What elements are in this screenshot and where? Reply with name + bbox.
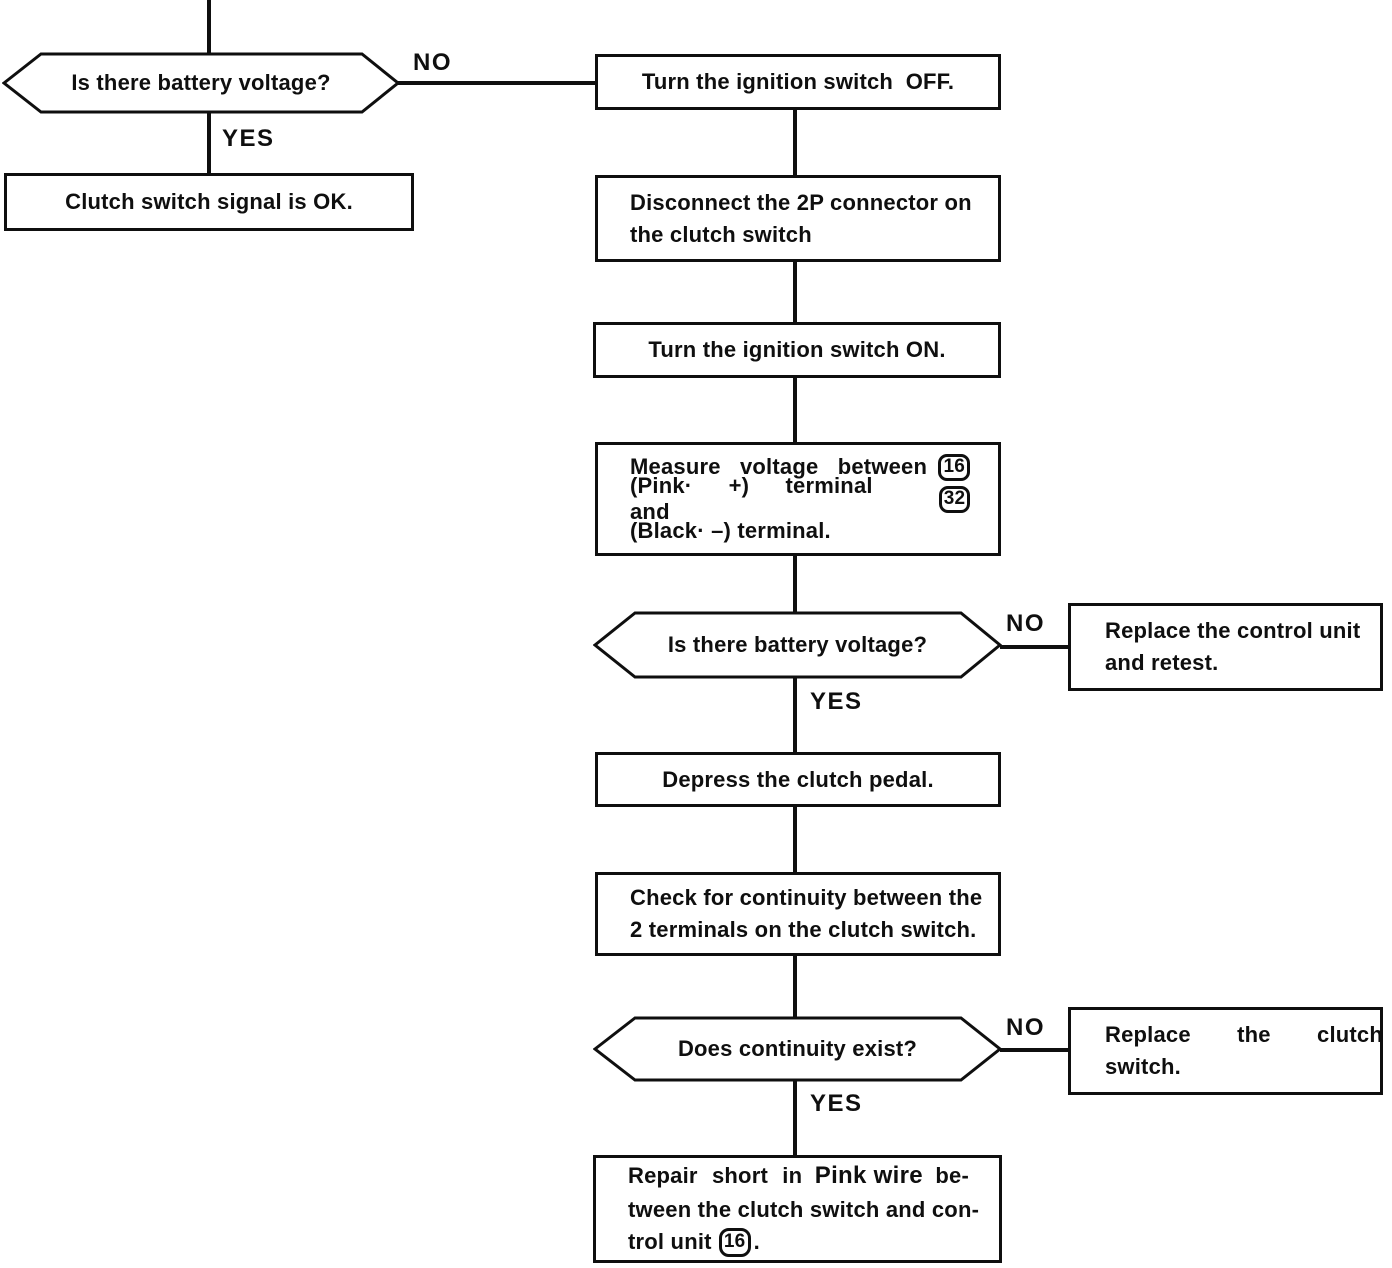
process-check-continuity-line1: Check for continuity between the [630, 885, 983, 910]
process-repair-short-line2: tween the clutch switch and con- [628, 1196, 980, 1222]
connector-no-1 [398, 81, 595, 85]
process-disconnect-2p-line2: the clutch switch [630, 221, 812, 247]
connector-ignition-on-down [793, 377, 797, 443]
decision-battery-voltage-2-label: Is there battery voltage? [667, 632, 928, 657]
terminal-badge-16: 16 [938, 453, 970, 481]
decision-hexagon-shape [593, 1016, 1002, 1082]
process-check-continuity: Check for continuity between the 2 termi… [595, 872, 1001, 956]
edge-label-no-3: NO [1006, 1014, 1045, 1041]
terminal-badge-16-inline: 16 [718, 1227, 751, 1257]
process-clutch-signal-ok-label: Clutch switch signal is OK. [65, 189, 353, 214]
process-measure-voltage-line2: (Pink· +) terminal and [630, 473, 873, 524]
connector-yes-1 [207, 113, 211, 174]
connector-ignition-off-down [793, 109, 797, 175]
process-measure-voltage-line1: Measure voltage between [630, 454, 928, 479]
edge-label-yes-1: YES [222, 125, 275, 152]
connector-no-3 [1000, 1048, 1068, 1052]
process-check-continuity-line2: 2 terminals on the clutch switch. [630, 917, 977, 942]
process-replace-control-unit-line2: and retest. [1105, 650, 1219, 675]
edge-label-no-2: NO [1006, 610, 1045, 637]
process-repair-short-line1c: be- [935, 1163, 969, 1188]
process-depress-pedal-label: Depress the clutch pedal. [662, 766, 934, 792]
decision-battery-voltage-1-label: Is there battery voltage? [71, 70, 331, 95]
decision-continuity: Does continuity exist? [593, 1016, 1002, 1082]
process-repair-short-pink-wire: Pink wire [814, 1162, 923, 1189]
decision-hexagon-shape [593, 611, 1002, 679]
process-disconnect-2p-line1: Disconnect the 2P connector on [630, 189, 972, 215]
connector-continuity-down [793, 955, 797, 1019]
process-replace-clutch-switch-line2: switch. [1105, 1054, 1181, 1079]
process-repair-short-line3b: . [753, 1229, 760, 1254]
process-repair-short-line3a: trol unit [628, 1229, 712, 1254]
process-clutch-signal-ok: Clutch switch signal is OK. [4, 173, 414, 231]
process-measure-voltage: Measure voltage between 16 (Pink· +) ter… [595, 442, 1001, 556]
connector-disconnect-down [793, 261, 797, 323]
decision-battery-voltage-2: Is there battery voltage? [593, 611, 1002, 679]
process-ignition-on-label: Turn the ignition switch ON. [648, 337, 946, 362]
decision-battery-voltage-1: Is there battery voltage? [2, 52, 400, 114]
connector-entry-line [207, 0, 211, 54]
terminal-badge-32: 32 [939, 485, 970, 513]
process-ignition-off-label: Turn the ignition switch OFF. [641, 69, 955, 94]
process-repair-short: Repair short in Pink wire be- tween the … [593, 1155, 1002, 1263]
process-ignition-off: Turn the ignition switch OFF. [595, 54, 1001, 110]
process-repair-short-line1a: Repair short in [628, 1163, 803, 1188]
process-replace-control-unit-line1: Replace the control unit [1105, 618, 1361, 643]
process-replace-clutch-switch-line1: Replace the clutch [1105, 1022, 1383, 1047]
connector-measure-down [793, 555, 797, 614]
connector-depress-down [793, 806, 797, 873]
connector-yes-2 [793, 678, 797, 753]
edge-label-yes-2: YES [810, 688, 863, 715]
connector-no-2 [1000, 645, 1068, 649]
process-disconnect-2p: Disconnect the 2P connector on the clutc… [595, 175, 1001, 262]
process-replace-clutch-switch: Replace the clutch switch. [1068, 1007, 1383, 1095]
decision-continuity-label: Does continuity exist? [677, 1036, 918, 1061]
edge-label-yes-3: YES [810, 1090, 863, 1117]
edge-label-no-1: NO [413, 49, 452, 76]
decision-hexagon-shape [2, 52, 400, 114]
process-depress-pedal: Depress the clutch pedal. [595, 752, 1001, 807]
process-measure-voltage-line3: (Black· –) terminal. [630, 518, 831, 543]
process-ignition-on: Turn the ignition switch ON. [593, 322, 1001, 378]
connector-yes-3 [793, 1080, 797, 1156]
process-replace-control-unit: Replace the control unit and retest. [1068, 603, 1383, 691]
